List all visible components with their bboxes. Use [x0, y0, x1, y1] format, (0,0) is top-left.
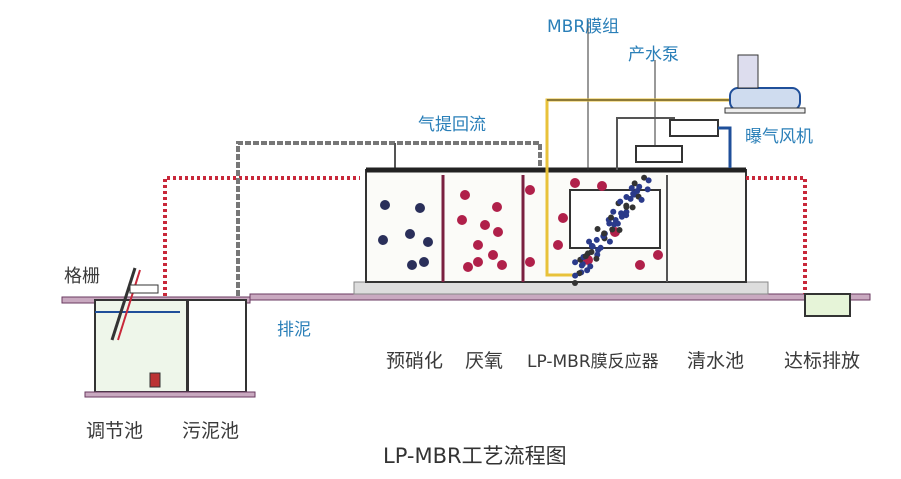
- floc: [460, 190, 470, 200]
- floc: [606, 238, 613, 245]
- blower-motor: [737, 54, 759, 89]
- floc: [617, 198, 624, 205]
- effluent-pipe: [746, 176, 807, 294]
- return-pipe-left: [163, 176, 360, 296]
- label-clear-water-tank: 清水池: [687, 350, 745, 372]
- label-equalization-tank: 调节池: [86, 420, 144, 442]
- floor-slab: [249, 293, 871, 301]
- floc: [488, 250, 498, 260]
- screen-tray: [129, 284, 159, 294]
- product-pipe: [616, 117, 675, 170]
- floc: [578, 262, 585, 269]
- floc: [582, 253, 589, 260]
- label-mbr-module: MBR膜组: [547, 17, 620, 37]
- floc: [407, 260, 417, 270]
- floc: [378, 235, 388, 245]
- blower-base: [724, 107, 806, 114]
- floc: [597, 244, 604, 251]
- reactor-base: [353, 281, 769, 295]
- floc: [644, 186, 651, 193]
- label-sludge-tank: 污泥池: [182, 420, 240, 442]
- floc: [641, 174, 648, 181]
- floc: [616, 226, 623, 233]
- floc: [586, 238, 593, 245]
- blower-body: [729, 87, 801, 111]
- floc: [473, 240, 483, 250]
- equalization-tank: [94, 299, 188, 393]
- floc: [525, 257, 535, 267]
- bar-screen: [110, 267, 137, 341]
- floc: [587, 263, 594, 270]
- tank-bottom: [84, 391, 256, 398]
- floc: [570, 178, 580, 188]
- label-anaerobic: 厌氧: [465, 350, 504, 372]
- floc: [629, 204, 636, 211]
- floc: [601, 230, 608, 237]
- floc: [572, 272, 579, 279]
- floc: [493, 227, 503, 237]
- floc: [473, 257, 483, 267]
- floc: [588, 248, 595, 255]
- floc: [634, 187, 641, 194]
- floc: [423, 237, 433, 247]
- floc: [480, 220, 490, 230]
- lift-pump: [149, 372, 161, 388]
- floc: [597, 181, 607, 191]
- airlift-return-pipe: [236, 141, 542, 296]
- floc: [588, 242, 595, 249]
- floc: [553, 240, 563, 250]
- floc: [611, 221, 618, 228]
- floc: [623, 203, 630, 210]
- floc: [572, 280, 578, 286]
- label-mbr-reactor: LP-MBR膜反应器: [527, 352, 659, 372]
- label-blower: 曝气风机: [745, 127, 813, 147]
- floc: [645, 177, 652, 184]
- floc: [628, 184, 635, 191]
- floc: [631, 180, 638, 187]
- floc: [457, 215, 467, 225]
- sludge-tank: [187, 299, 247, 393]
- floc: [593, 255, 600, 262]
- label-airlift-return: 气提回流: [418, 115, 486, 135]
- label-sludge-discharge: 排泥: [277, 320, 311, 340]
- screen-rake: [117, 269, 141, 341]
- floc: [635, 260, 645, 270]
- floc: [609, 226, 616, 233]
- floc: [618, 213, 625, 220]
- floc: [638, 196, 645, 203]
- label-screen: 格栅: [64, 266, 100, 287]
- reactor-tank: [365, 169, 747, 283]
- floc: [623, 208, 630, 215]
- label-pre-denitrification: 预硝化: [386, 350, 444, 372]
- floc: [380, 200, 390, 210]
- diagram-title: LP-MBR工艺流程图: [383, 444, 567, 468]
- floc: [608, 214, 615, 221]
- pump-discharge-pipe: [718, 126, 732, 168]
- floc: [419, 257, 429, 267]
- floc: [594, 226, 601, 233]
- floc: [610, 208, 617, 215]
- floc: [415, 203, 425, 213]
- floc: [572, 259, 579, 266]
- floc: [405, 229, 415, 239]
- floc: [623, 194, 630, 201]
- floc: [492, 202, 502, 212]
- floc: [558, 213, 568, 223]
- product-pump-2: [635, 145, 683, 163]
- bubbles: [378, 174, 663, 286]
- floc: [497, 260, 507, 270]
- discharge-channel: [804, 293, 851, 317]
- floc: [593, 236, 600, 243]
- floc: [463, 262, 473, 272]
- label-discharge: 达标排放: [784, 350, 861, 372]
- floc: [653, 250, 663, 260]
- product-pump-1: [669, 119, 719, 137]
- floc: [525, 185, 535, 195]
- label-product-pump: 产水泵: [628, 45, 679, 65]
